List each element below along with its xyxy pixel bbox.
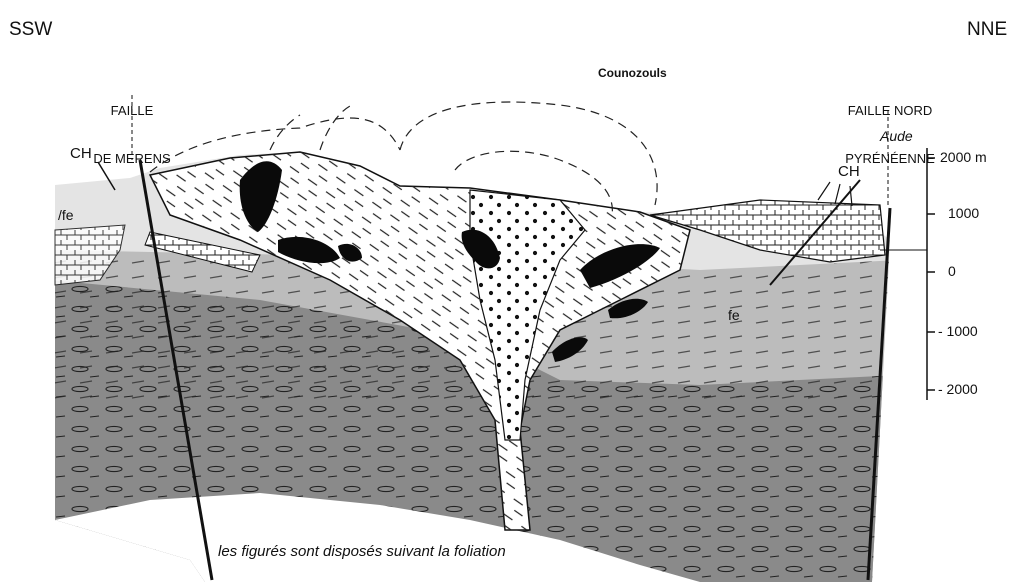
unit-ch-right: CH [838, 163, 860, 180]
place-counozouls: Counozouls [598, 66, 667, 80]
direction-nne: NNE [967, 19, 1007, 41]
scale-label: - 1000 [938, 323, 978, 339]
fault-label-line: FAILLE NORD [820, 103, 960, 119]
scale-label: - 2000 [938, 381, 978, 397]
fault-label-line: DE MERENS [76, 151, 188, 167]
scale-label: 0 [948, 263, 956, 279]
foliation-caption: les figurés sont disposés suivant la fol… [218, 543, 506, 560]
direction-ssw: SSW [9, 19, 52, 41]
fault-label-merens: FAILLE DE MERENS [76, 71, 188, 199]
scale-label: 2000 m [940, 149, 987, 165]
dashed-arc [320, 105, 352, 150]
unit-fe-right: fe [728, 307, 740, 323]
dashed-arc [270, 115, 300, 150]
unit-fe-left: /fe [58, 207, 74, 223]
fault-label-line: FAILLE [76, 103, 188, 119]
scale-label: 1000 [948, 205, 979, 221]
place-aude: Aude [880, 128, 913, 144]
unit-ch-left: CH [70, 145, 92, 162]
